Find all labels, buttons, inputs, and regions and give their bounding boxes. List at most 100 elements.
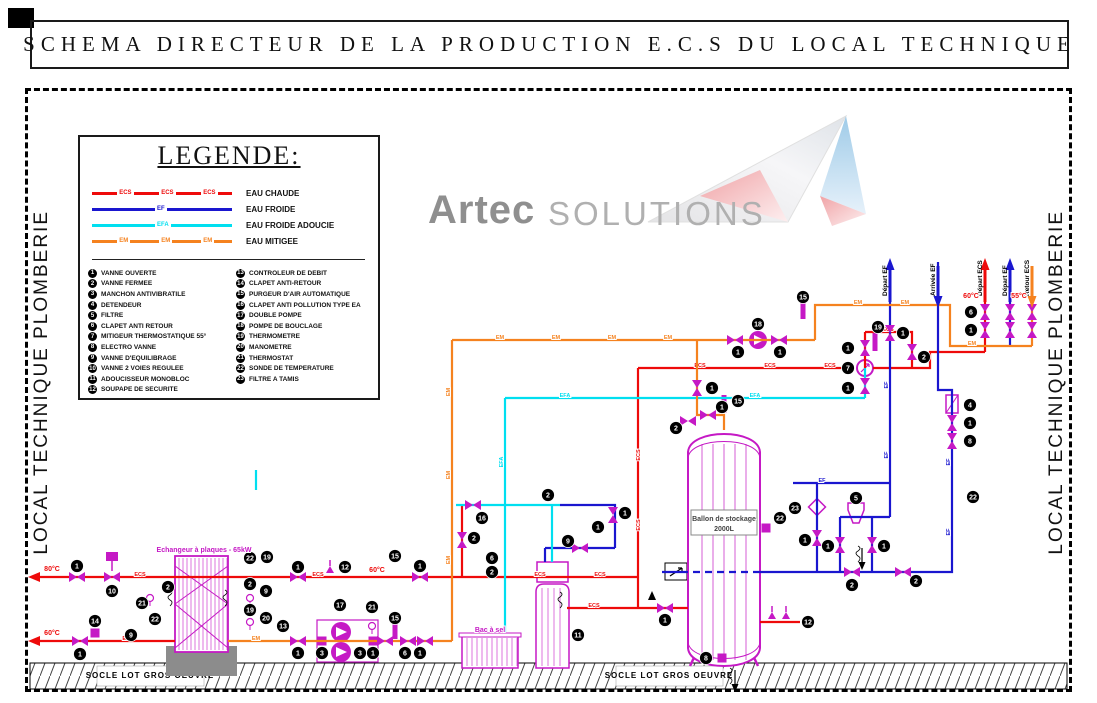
page-title: SCHEMA DIRECTEUR DE LA PRODUCTION E.C.S …: [23, 32, 1076, 56]
title-box: SCHEMA DIRECTEUR DE LA PRODUCTION E.C.S …: [23, 20, 1070, 69]
legend-item: 10 VANNE 2 VOIES REGULEE: [88, 363, 236, 374]
item-number-badge: 18: [236, 321, 245, 331]
legend-item-label: VANNE OUVERTE: [101, 269, 157, 277]
legend-item-label: MANOMETRE: [249, 343, 292, 351]
item-number-badge: 1: [88, 268, 97, 278]
logo-mark: [647, 114, 866, 226]
legend-item: 22 SONDE DE TEMPERATURE: [236, 363, 374, 374]
legend-line-tag: EM: [159, 237, 173, 244]
legend-item-label: FILTRE: [101, 312, 124, 320]
legend-line-tag: EFA: [155, 221, 171, 228]
legend-line-swatch: EFA: [92, 221, 232, 228]
item-number-badge: 9: [88, 353, 97, 363]
legend-line-label: EAU CHAUDE: [246, 188, 300, 198]
legend-item: 15 PURGEUR D'AIR AUTOMATIQUE: [236, 289, 374, 300]
legend-item: 23 FILTRE A TAMIS: [236, 374, 374, 385]
legend-item-label: FILTRE A TAMIS: [249, 375, 299, 383]
item-number-badge: 11: [88, 374, 97, 384]
legend-item-label: VANNE D'EQUILIBRAGE: [101, 354, 177, 362]
item-number-badge: 19: [236, 332, 245, 342]
item-number-badge: 17: [236, 311, 245, 321]
legend-item: 4 DETENDEUR: [88, 300, 236, 311]
legend-item-label: CONTROLEUR DE DEBIT: [249, 269, 327, 277]
corner-marker: [8, 8, 34, 28]
legend-item-label: DOUBLE POMPE: [249, 312, 302, 320]
legend-line-swatch: EM EM EM: [92, 237, 232, 244]
legend-line-swatch: EF: [92, 205, 232, 212]
legend-item: 5 FILTRE: [88, 310, 236, 321]
side-label-left: LOCAL TECHNIQUE PLOMBERIE: [31, 210, 52, 555]
legend-item: 3 MANCHON ANTIVIBRATILE: [88, 289, 236, 300]
legend-item: 20 MANOMETRE: [236, 342, 374, 353]
legend-item-label: DETENDEUR: [101, 301, 142, 309]
item-number-badge: 13: [236, 268, 245, 278]
legend-item-label: THERMOMETRE: [249, 333, 300, 341]
item-number-badge: 4: [88, 300, 97, 310]
legend-item: 17 DOUBLE POMPE: [236, 310, 374, 321]
legend-line-samples: ECS ECS ECS EAU CHAUDE EF EAU FROIDE EFA EAU FR…: [92, 185, 365, 260]
legend-line-tag: ECS: [201, 189, 218, 196]
item-number-badge: 6: [88, 321, 97, 331]
legend-item-label: MANCHON ANTIVIBRATILE: [101, 290, 186, 298]
legend-line-sample: EFA EAU FROIDE ADOUCIE: [92, 217, 365, 233]
legend-title: LEGENDE:: [157, 141, 301, 170]
item-number-badge: 10: [88, 364, 97, 374]
legend-item: 19 THERMOMETRE: [236, 332, 374, 343]
legend-item-label: POMPE DE BOUCLAGE: [249, 322, 323, 330]
legend-item-label: CLAPET ANTI POLLUTION TYPE EA: [249, 301, 361, 309]
legend-item: 1 VANNE OUVERTE: [88, 268, 236, 279]
legend-line-tag: ECS: [117, 189, 134, 196]
legend-item-label: ELECTRO VANNE: [101, 343, 157, 351]
item-number-badge: 3: [88, 289, 97, 299]
legend-line-sample: ECS ECS ECS EAU CHAUDE: [92, 185, 365, 201]
legend-item: 8 ELECTRO VANNE: [88, 342, 236, 353]
legend-line-sample: EF EAU FROIDE: [92, 201, 365, 217]
logo: Artec SOLUTIONS: [420, 108, 880, 238]
legend-item: 6 CLAPET ANTI RETOUR: [88, 321, 236, 332]
legend-line-label: EAU MITIGEE: [246, 236, 299, 246]
legend-item-label: VANNE 2 VOIES REGULEE: [101, 365, 184, 373]
legend-item-label: THERMOSTAT: [249, 354, 294, 362]
legend-item: 12 SOUPAPE DE SECURITE: [88, 385, 236, 396]
legend-line-tag: ECS: [159, 189, 176, 196]
legend-item-label: CLAPET ANTI-RETOUR: [249, 280, 322, 288]
legend-line-label: EAU FROIDE ADOUCIE: [246, 220, 335, 230]
item-number-badge: 5: [88, 311, 97, 321]
item-number-badge: 23: [236, 374, 245, 384]
legend-box: LEGENDE: ECS ECS ECS EAU CHAUDE EF EAU FROIDE…: [78, 135, 380, 400]
item-number-badge: 22: [236, 364, 245, 374]
legend-item-label: MITIGEUR THERMOSTATIQUE 55°: [101, 333, 207, 341]
item-number-badge: 16: [236, 300, 245, 310]
logo-text-solutions: SOLUTIONS: [548, 195, 766, 232]
legend-line-tag: EM: [117, 237, 131, 244]
legend-item-label: VANNE FERMEE: [101, 280, 153, 288]
legend-item-label: ADOUCISSEUR MONOBLOC: [101, 375, 190, 383]
side-label-right: LOCAL TECHNIQUE PLOMBERIE: [1046, 210, 1067, 555]
legend-line-label: EAU FROIDE: [246, 204, 296, 214]
logo-text-artec: Artec: [428, 188, 536, 232]
item-number-badge: 15: [236, 289, 245, 299]
legend-item-label: SOUPAPE DE SECURITE: [101, 386, 178, 394]
legend-line-tag: EM: [201, 237, 215, 244]
legend-item: 9 VANNE D'EQUILIBRAGE: [88, 353, 236, 364]
legend-item: 13 CONTROLEUR DE DEBIT: [236, 268, 374, 279]
legend-item: 11 ADOUCISSEUR MONOBLOC: [88, 374, 236, 385]
legend-item-label: CLAPET ANTI RETOUR: [101, 322, 173, 330]
item-number-badge: 8: [88, 342, 97, 352]
item-number-badge: 20: [236, 342, 245, 352]
legend-item: 16 CLAPET ANTI POLLUTION TYPE EA: [236, 300, 374, 311]
legend-line-swatch: ECS ECS ECS: [92, 189, 232, 196]
drawing-area-border: [25, 88, 1072, 692]
item-number-badge: 12: [88, 385, 97, 395]
legend-item-label: SONDE DE TEMPERATURE: [249, 365, 334, 373]
legend-item-label: PURGEUR D'AIR AUTOMATIQUE: [249, 290, 351, 298]
legend-line-sample: EM EM EM EAU MITIGEE: [92, 233, 365, 249]
